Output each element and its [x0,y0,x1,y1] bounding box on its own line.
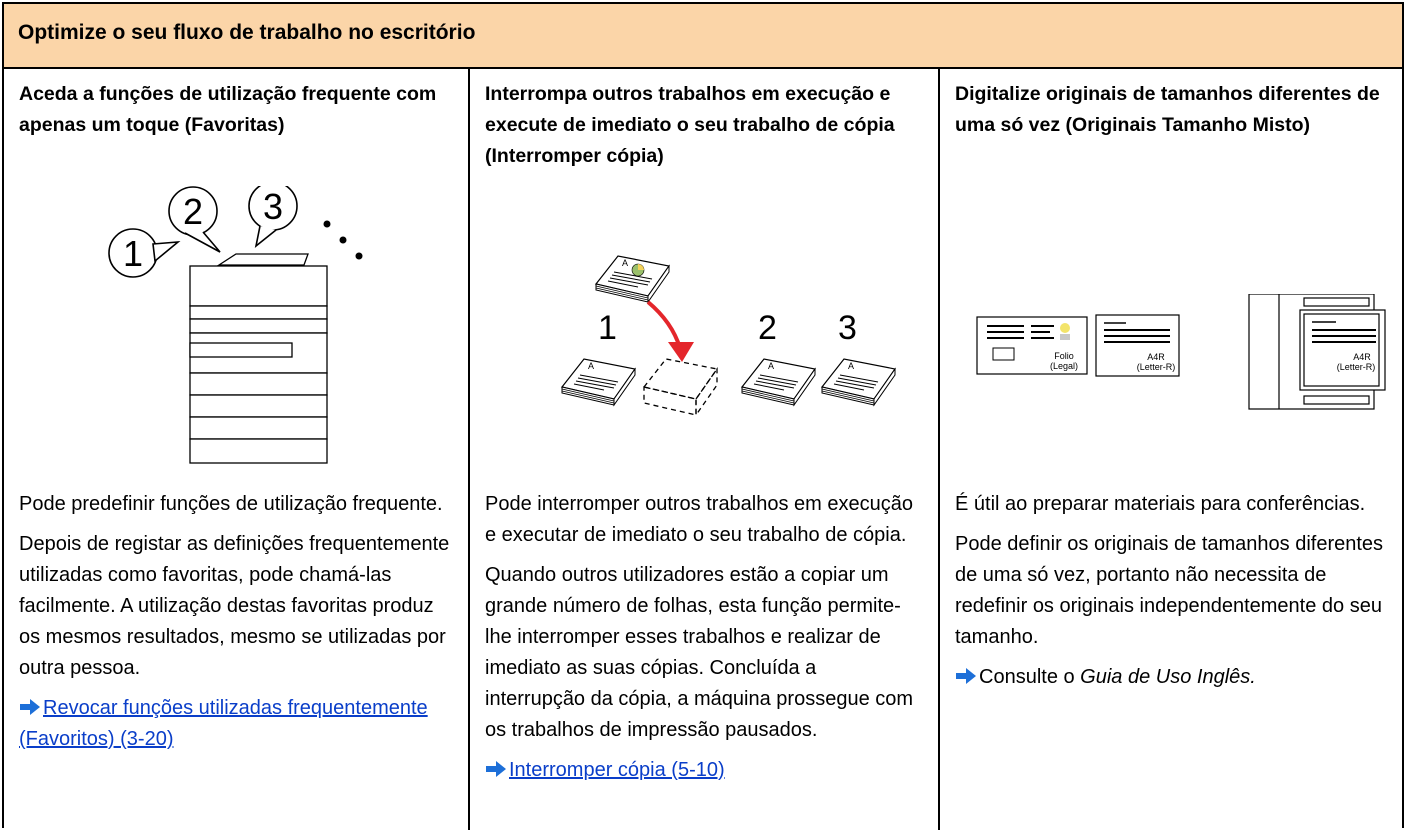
svg-text:2: 2 [758,309,777,347]
column-title: Aceda a funções de utilização frequente … [19,83,437,136]
reference-guide-name: Guia de Uso Inglês. [1080,666,1256,688]
interrupt-copy-illustration: A 1 2 3 [561,255,896,418]
arrow-right-icon [486,761,506,777]
svg-text:1: 1 [123,233,143,274]
favorites-printer-illustration: 1 2 3 [108,186,363,464]
column-title: Digitalize originais de tamanhos diferen… [955,83,1380,136]
svg-text:Folio: Folio [1054,351,1074,361]
paragraph: Pode interromper outros trabalhos em exe… [485,493,914,546]
svg-text:1: 1 [598,309,617,347]
svg-text:3: 3 [263,186,283,227]
mixed-size-originals-illustration: Folio (Legal) A4R (Letter-R) [976,294,1386,410]
interrupt-copy-reference-link[interactable]: Interromper cópia (5-10) [509,759,725,781]
reference-prefix: Consulte o [979,666,1081,688]
svg-text:A4R: A4R [1353,352,1371,362]
favorites-reference-link[interactable]: Revocar funções utilizadas frequentement… [19,697,428,750]
column-favorites: Aceda a funções de utilização frequente … [4,69,470,830]
column-title: Interrompa outros trabalhos em execução … [485,83,895,167]
arrow-right-icon [956,668,976,684]
svg-text:(Letter-R): (Letter-R) [1337,362,1376,372]
svg-text:A4R: A4R [1147,352,1165,362]
svg-text:2: 2 [183,191,203,232]
reference-link-row: Interromper cópia (5-10) [485,755,920,786]
paragraph: É útil ao preparar materiais para confer… [955,493,1366,515]
svg-text:(Letter-R): (Letter-R) [1137,362,1176,372]
reference-link-row: Revocar funções utilizadas frequentement… [19,693,454,755]
paragraph: Pode predefinir funções de utilização fr… [19,493,443,515]
scanner-icon: A4R (Letter-R) [1248,294,1386,410]
reference-row: Consulte o Guia de Uso Inglês. [955,662,1390,693]
column-mixed-size: Digitalize originais de tamanhos diferen… [940,69,1402,830]
callout-3-icon: 3 [248,186,298,248]
column-body: Pode interromper outros trabalhos em exe… [485,489,920,786]
folio-document-icon: Folio (Legal) [976,316,1088,375]
svg-text:(Legal): (Legal) [1050,361,1078,371]
page-title: Optimize o seu fluxo de trabalho no escr… [18,21,476,44]
callout-1-icon: 1 [108,228,181,278]
column-body: Pode predefinir funções de utilização fr… [19,489,454,755]
paragraph: Quando outros utilizadores estão a copia… [485,564,914,741]
column-interrupt-copy: Interrompa outros trabalhos em execução … [470,69,940,830]
callout-2-icon: 2 [168,186,221,253]
page-header: Optimize o seu fluxo de trabalho no escr… [4,4,1402,69]
column-body: É útil ao preparar materiais para confer… [955,489,1390,693]
arrow-right-icon [20,699,40,715]
a4r-document-icon: A4R (Letter-R) [1095,314,1180,377]
paragraph: Depois de registar as definições frequen… [19,533,450,679]
svg-text:3: 3 [838,309,857,347]
paragraph: Pode definir os originais de tamanhos di… [955,533,1384,648]
